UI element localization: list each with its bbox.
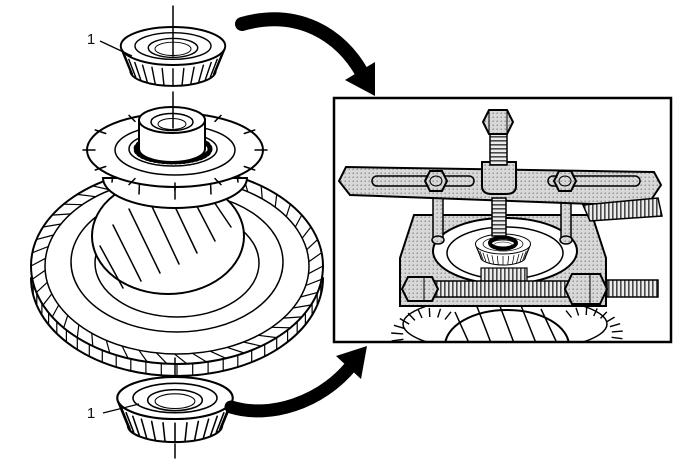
gear-under-tool bbox=[391, 295, 623, 341]
forcing-screw bbox=[481, 109, 517, 195]
side-clamping-screw bbox=[400, 273, 659, 305]
crossbar-bolt-right bbox=[552, 170, 578, 192]
pinion-teeth-under-tool bbox=[454, 300, 557, 341]
crossbar-threaded-end bbox=[581, 197, 663, 222]
crossbar-bolt-left bbox=[423, 170, 449, 192]
pinion-teeth bbox=[99, 190, 232, 289]
arrow-upper-to-inset bbox=[235, 12, 375, 96]
ring-gear-teeth-right bbox=[565, 306, 623, 340]
hub-gear bbox=[82, 106, 268, 209]
arrow-lower-to-inset bbox=[224, 346, 367, 418]
forcing-screw-hex-head bbox=[481, 109, 515, 135]
ring-gear-teeth-left bbox=[391, 307, 452, 341]
main-assembly bbox=[30, 5, 324, 459]
side-screw-nut-left bbox=[400, 276, 440, 302]
callout-leader-upper bbox=[99, 40, 133, 57]
side-screw-nut-right bbox=[563, 273, 609, 305]
arrowhead-lower bbox=[336, 346, 367, 379]
inset-border bbox=[332, 96, 673, 344]
gear-rim-side-teeth bbox=[32, 282, 322, 377]
arrowhead-upper bbox=[345, 62, 375, 96]
forcing-screw-lower-thread bbox=[491, 197, 507, 237]
lower-tapered-bearing bbox=[116, 375, 234, 444]
callout-upper-bearing: 1 bbox=[87, 31, 133, 57]
callout-leader-lower bbox=[102, 403, 140, 414]
callout-label-upper: 1 bbox=[87, 31, 95, 48]
callout-lower-bearing: 1 bbox=[87, 403, 140, 422]
puller-crossbar bbox=[337, 109, 663, 222]
crossbar-slot-right bbox=[547, 175, 641, 187]
inset-panel bbox=[335, 99, 670, 341]
bearing-inner-race-dark-ring bbox=[488, 235, 518, 251]
crossbar-slot-left bbox=[371, 175, 475, 187]
callout-label-lower: 1 bbox=[87, 405, 95, 422]
